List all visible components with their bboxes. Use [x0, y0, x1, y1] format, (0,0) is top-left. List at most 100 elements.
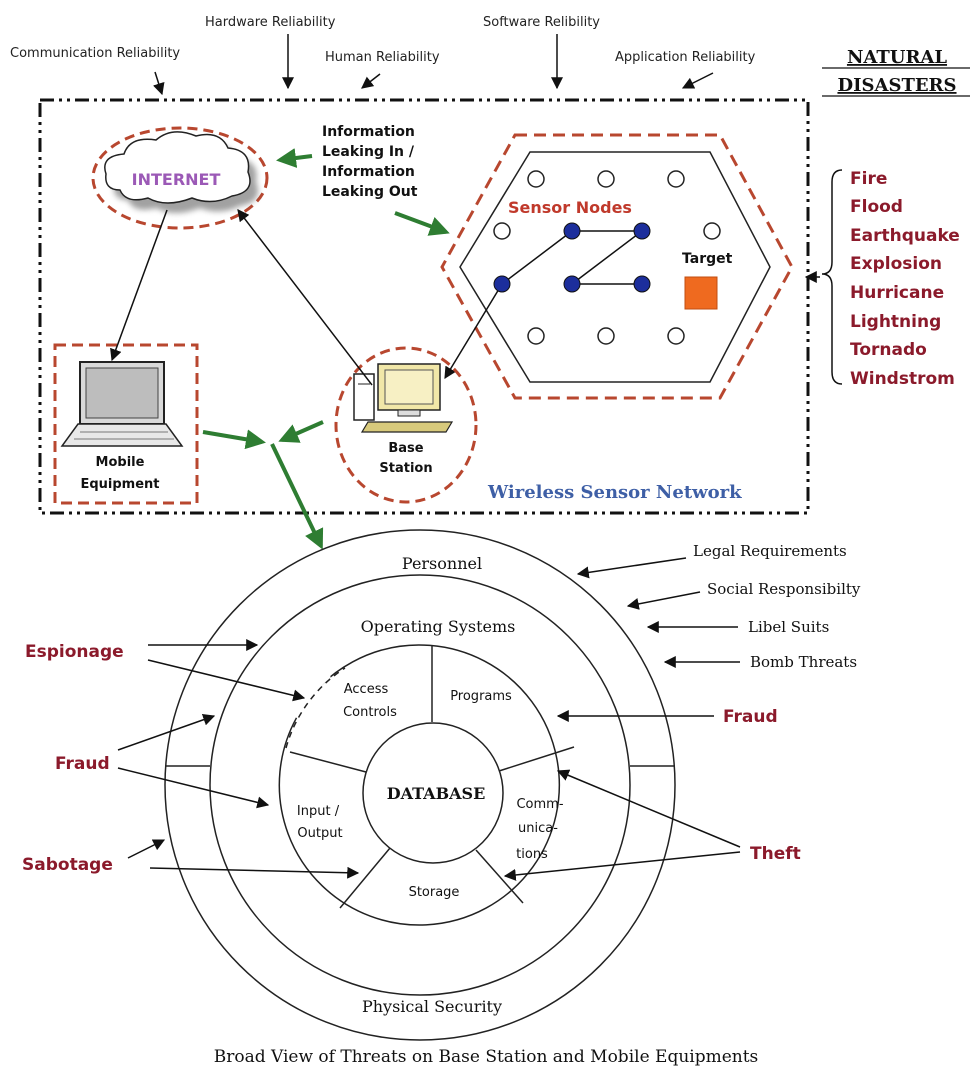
- internet-dashed-ring: [91, 126, 269, 230]
- divider-bottom-right: [475, 849, 524, 904]
- database-circle: [362, 722, 504, 864]
- legal-requirements-label: Legal Requirements: [693, 542, 847, 560]
- disaster-lightning: Lightning: [850, 312, 941, 332]
- info-leak-line2: Leaking In /: [322, 144, 415, 160]
- left-threats: Espionage Fraud Sabotage: [22, 639, 360, 879]
- disaster-windstrom: Windstrom: [850, 369, 955, 389]
- sensor-network: Sensor Nodes Target: [440, 133, 794, 400]
- sensor-node: [597, 327, 615, 345]
- green-arrow-to-sensors: [394, 211, 450, 236]
- database-label: DATABASE: [387, 784, 486, 803]
- divider-left: [289, 751, 367, 773]
- arrow-social: [626, 591, 701, 610]
- left-fraud-label: Fraud: [55, 754, 110, 774]
- target-icon: [684, 276, 718, 310]
- disaster-flood: Flood: [850, 197, 903, 217]
- bomb-threats-label: Bomb Threats: [750, 653, 857, 671]
- sensor-node: [527, 327, 545, 345]
- inner-ring: [278, 644, 561, 926]
- divider-bottom-left: [339, 847, 391, 909]
- info-leak-line4: Leaking Out: [322, 184, 418, 200]
- hardware-reliability-label: Hardware Reliability: [205, 15, 336, 30]
- internet-to-mobile-arrow: [110, 209, 168, 362]
- green-arrow-from-mobile: [202, 429, 266, 450]
- wsn-boundary: [38, 98, 810, 515]
- sensor-node: [493, 222, 511, 240]
- arrow-sabotage-outer: [127, 839, 166, 859]
- disaster-hurricane: Hurricane: [850, 283, 944, 303]
- social-responsibility-label: Social Responsibilty: [707, 580, 861, 598]
- comm-line1: Comm-: [516, 797, 563, 812]
- communication-reliability-label: Communication Reliability: [10, 46, 180, 61]
- base-station-computer-icon: [353, 363, 454, 433]
- mobile-line2: Equipment: [80, 477, 159, 492]
- arrow-fraud-os: [117, 713, 216, 751]
- arrow-espionage-access: [147, 659, 306, 702]
- sensor-link-2: [501, 230, 573, 285]
- sensor-dashed-hexagon: [440, 133, 794, 400]
- middle-ring: [209, 574, 631, 996]
- input-output-line1: Input /: [297, 804, 340, 819]
- personnel-label: Personnel: [402, 554, 482, 573]
- active-sensor-node: [633, 275, 651, 293]
- internet-cloud-icon: [104, 131, 251, 204]
- application-reliability-label: Application Reliability: [615, 50, 756, 65]
- base-station-line1: Base: [388, 441, 423, 456]
- info-leak-line1: Information: [322, 124, 415, 140]
- outer-ring: [164, 529, 676, 1041]
- sensor-node: [597, 170, 615, 188]
- natural-disasters: NATURAL DISASTERS Fire Flood Earthquake …: [804, 47, 970, 389]
- access-line1: Access: [344, 682, 389, 697]
- arrow-application: [681, 72, 714, 89]
- sensor-hexagon: [459, 151, 771, 383]
- disaster-fire: Fire: [850, 169, 887, 189]
- info-leak-line3: Information: [322, 164, 415, 180]
- divider-right: [498, 746, 575, 772]
- sensor-node: [667, 327, 685, 345]
- access-dashed-arc: [285, 667, 346, 749]
- access-line2: Controls: [343, 705, 397, 720]
- active-sensor-node: [563, 222, 581, 240]
- arrow-theft-storage: [503, 851, 741, 881]
- arrow-legal: [576, 557, 687, 579]
- arrow-theft-comm: [556, 769, 741, 848]
- green-arrow-from-base: [278, 420, 324, 443]
- sensor-to-base-arrow: [444, 283, 503, 380]
- sensor-link-3: [571, 230, 643, 285]
- theft-label: Theft: [750, 844, 801, 864]
- sensor-nodes-label: Sensor Nodes: [508, 198, 632, 217]
- base-station-line2: Station: [379, 461, 432, 476]
- sensor-node: [667, 170, 685, 188]
- comm-line3: tions: [516, 847, 548, 862]
- target-label: Target: [682, 251, 733, 267]
- base-to-internet-arrow: [237, 209, 373, 386]
- disaster-explosion: Explosion: [850, 254, 942, 274]
- input-output-line2: Output: [297, 826, 342, 841]
- security-rings: Personnel Operating Systems Physical Sec…: [164, 529, 676, 1041]
- mobile-line1: Mobile: [96, 455, 145, 470]
- info-leak-text: Information Leaking In / Information Lea…: [322, 124, 418, 200]
- storage-label: Storage: [409, 885, 460, 900]
- sensor-node: [527, 170, 545, 188]
- sabotage-label: Sabotage: [22, 855, 113, 875]
- arrow-human: [361, 73, 381, 89]
- active-sensor-node: [563, 275, 581, 293]
- espionage-label: Espionage: [25, 642, 124, 662]
- programs-label: Programs: [450, 689, 512, 704]
- diagram-caption: Broad View of Threats on Base Station an…: [214, 1047, 759, 1067]
- mobile-equipment-group: Mobile Equipment: [53, 343, 199, 505]
- active-sensor-node: [633, 222, 651, 240]
- natural-title-line2: DISASTERS: [837, 75, 956, 96]
- base-station-dashed-ring: [334, 346, 478, 504]
- right-fraud-label: Fraud: [723, 707, 778, 727]
- sensor-node: [703, 222, 721, 240]
- software-reliability-label: Software Relibility: [483, 15, 600, 30]
- mobile-dashed-box: [53, 343, 199, 505]
- top-labels: Communication Reliability Hardware Relia…: [10, 15, 756, 96]
- base-station-group: Base Station: [334, 346, 478, 504]
- disaster-tornado: Tornado: [850, 340, 927, 360]
- natural-title-line1: NATURAL: [847, 47, 947, 68]
- laptop-icon: [60, 361, 184, 447]
- green-arrow-to-internet: [276, 148, 313, 168]
